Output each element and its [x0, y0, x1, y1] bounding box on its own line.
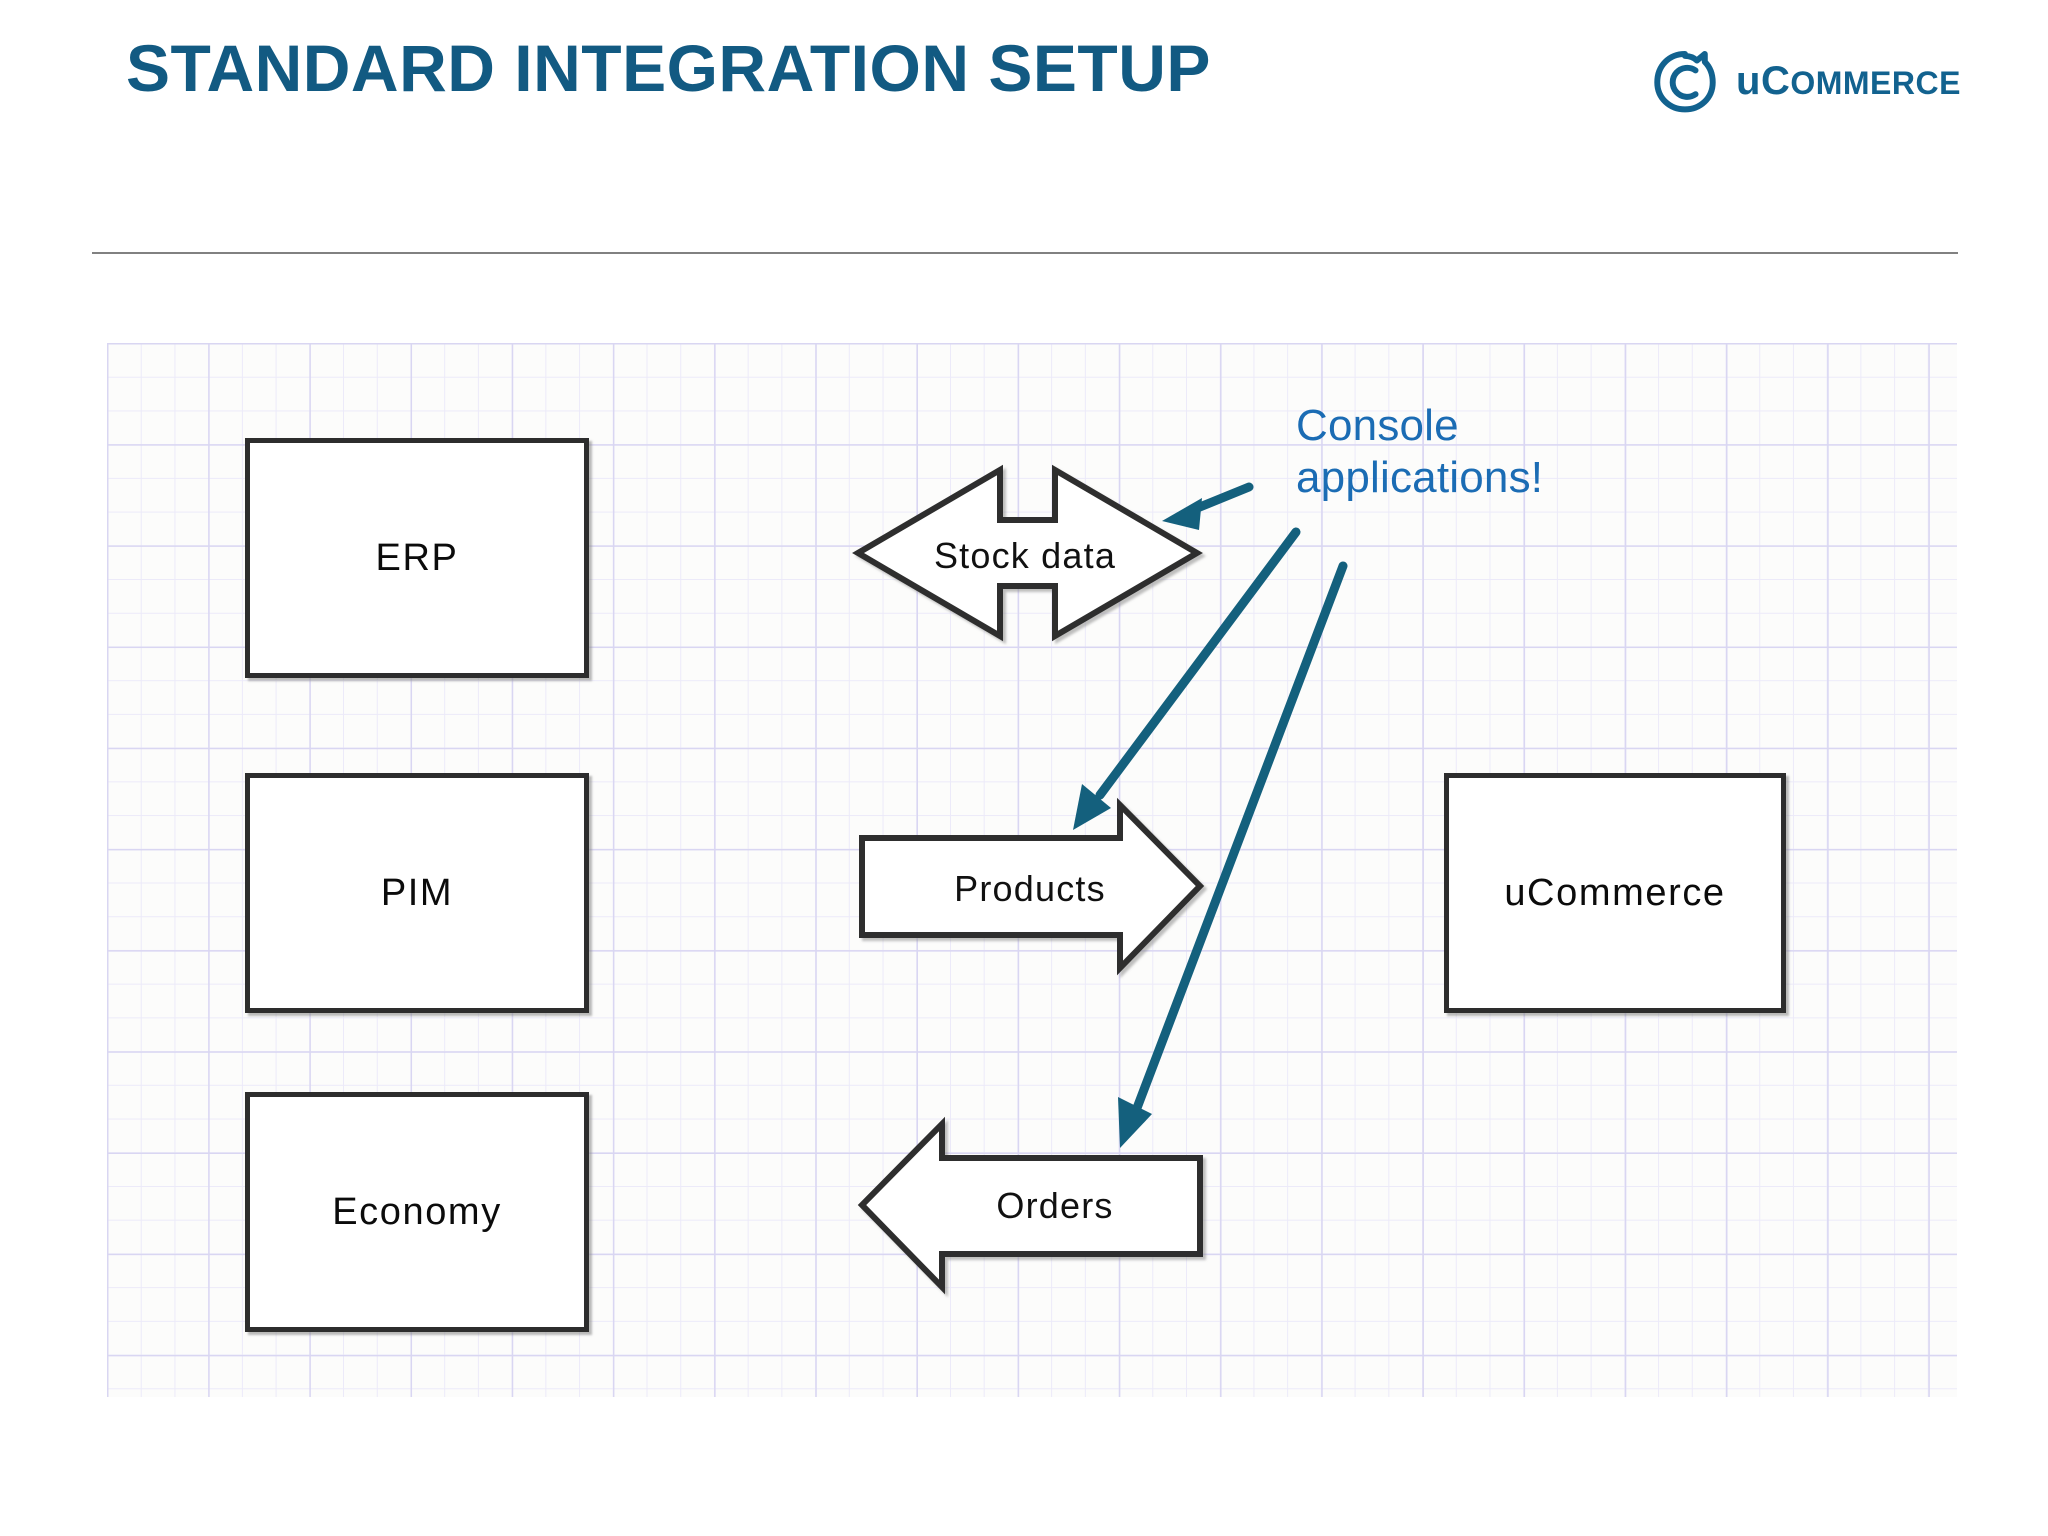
annotation-console-applications: Console applications! — [1296, 401, 1544, 502]
flow-label-orders: Orders — [996, 1185, 1114, 1226]
brand-wordmark: uCOMMERCE — [1736, 59, 1961, 104]
node-box-ucommerce[interactable]: uCommerce — [1444, 773, 1786, 1013]
node-label-ucommerce: uCommerce — [1504, 871, 1726, 914]
flow-label-stock-data: Stock data — [933, 535, 1117, 576]
brand-word-u: u — [1736, 58, 1761, 103]
ucommerce-cat-logo-icon — [1654, 50, 1716, 113]
node-box-pim[interactable]: PIM — [245, 773, 589, 1013]
brand-word-ommerce: OMMERCE — [1790, 64, 1961, 101]
node-box-erp[interactable]: ERP — [245, 438, 589, 678]
node-label-pim: PIM — [380, 871, 454, 914]
flow-label-products: Products — [954, 868, 1106, 909]
page-title: STANDARD INTEGRATION SETUP — [126, 31, 1211, 105]
brand-word-c: C — [1760, 58, 1791, 103]
node-label-economy: Economy — [332, 1190, 502, 1233]
brand-logo: uCOMMERCE — [1652, 48, 1961, 114]
node-label-erp: ERP — [375, 536, 459, 579]
title-divider — [92, 252, 1958, 254]
node-box-economy[interactable]: Economy — [245, 1092, 589, 1332]
